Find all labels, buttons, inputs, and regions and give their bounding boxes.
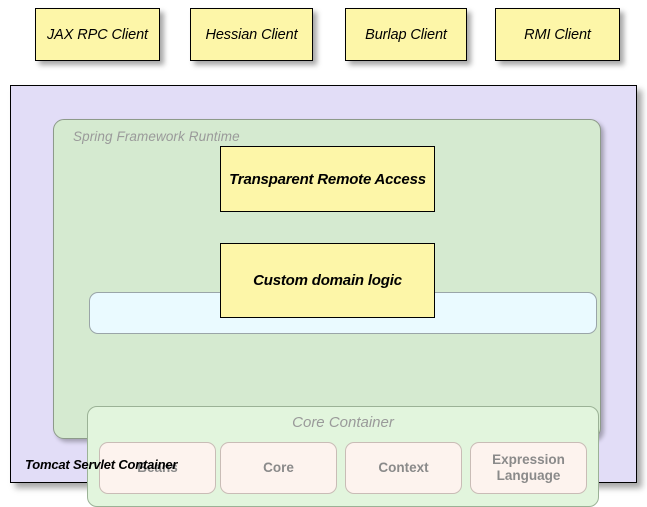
core-module-context[interactable]: Context: [345, 442, 462, 494]
client-box-rmi[interactable]: RMI Client: [495, 8, 620, 61]
custom-domain-logic-box[interactable]: Custom domain logic: [220, 243, 435, 318]
client-box-label: RMI Client: [524, 26, 591, 43]
tomcat-servlet-container-label: Tomcat Servlet Container: [25, 457, 178, 472]
core-module-core[interactable]: Core: [220, 442, 337, 494]
core-module-label: Context: [378, 460, 429, 476]
client-box-label: JAX RPC Client: [47, 26, 148, 43]
core-container: Core Container Beans Core Context Expres…: [87, 406, 599, 507]
core-module-label: Beans: [137, 460, 178, 476]
core-module-label: Expression Language: [492, 452, 565, 483]
core-module-label: Core: [263, 460, 294, 476]
core-module-beans[interactable]: Beans: [99, 442, 216, 494]
client-box-hessian[interactable]: Hessian Client: [190, 8, 313, 61]
client-box-label: Burlap Client: [365, 26, 447, 43]
client-box-burlap[interactable]: Burlap Client: [345, 8, 467, 61]
spring-framework-runtime-label: Spring Framework Runtime: [73, 129, 240, 144]
client-box-jax-rpc[interactable]: JAX RPC Client: [35, 8, 160, 61]
custom-domain-logic-label: Custom domain logic: [253, 272, 402, 289]
transparent-remote-access-label: Transparent Remote Access: [229, 170, 426, 188]
core-module-expression-language[interactable]: Expression Language: [470, 442, 587, 494]
transparent-remote-access-box[interactable]: Transparent Remote Access: [220, 146, 435, 212]
core-container-label: Core Container: [292, 414, 394, 431]
client-box-label: Hessian Client: [205, 26, 298, 43]
